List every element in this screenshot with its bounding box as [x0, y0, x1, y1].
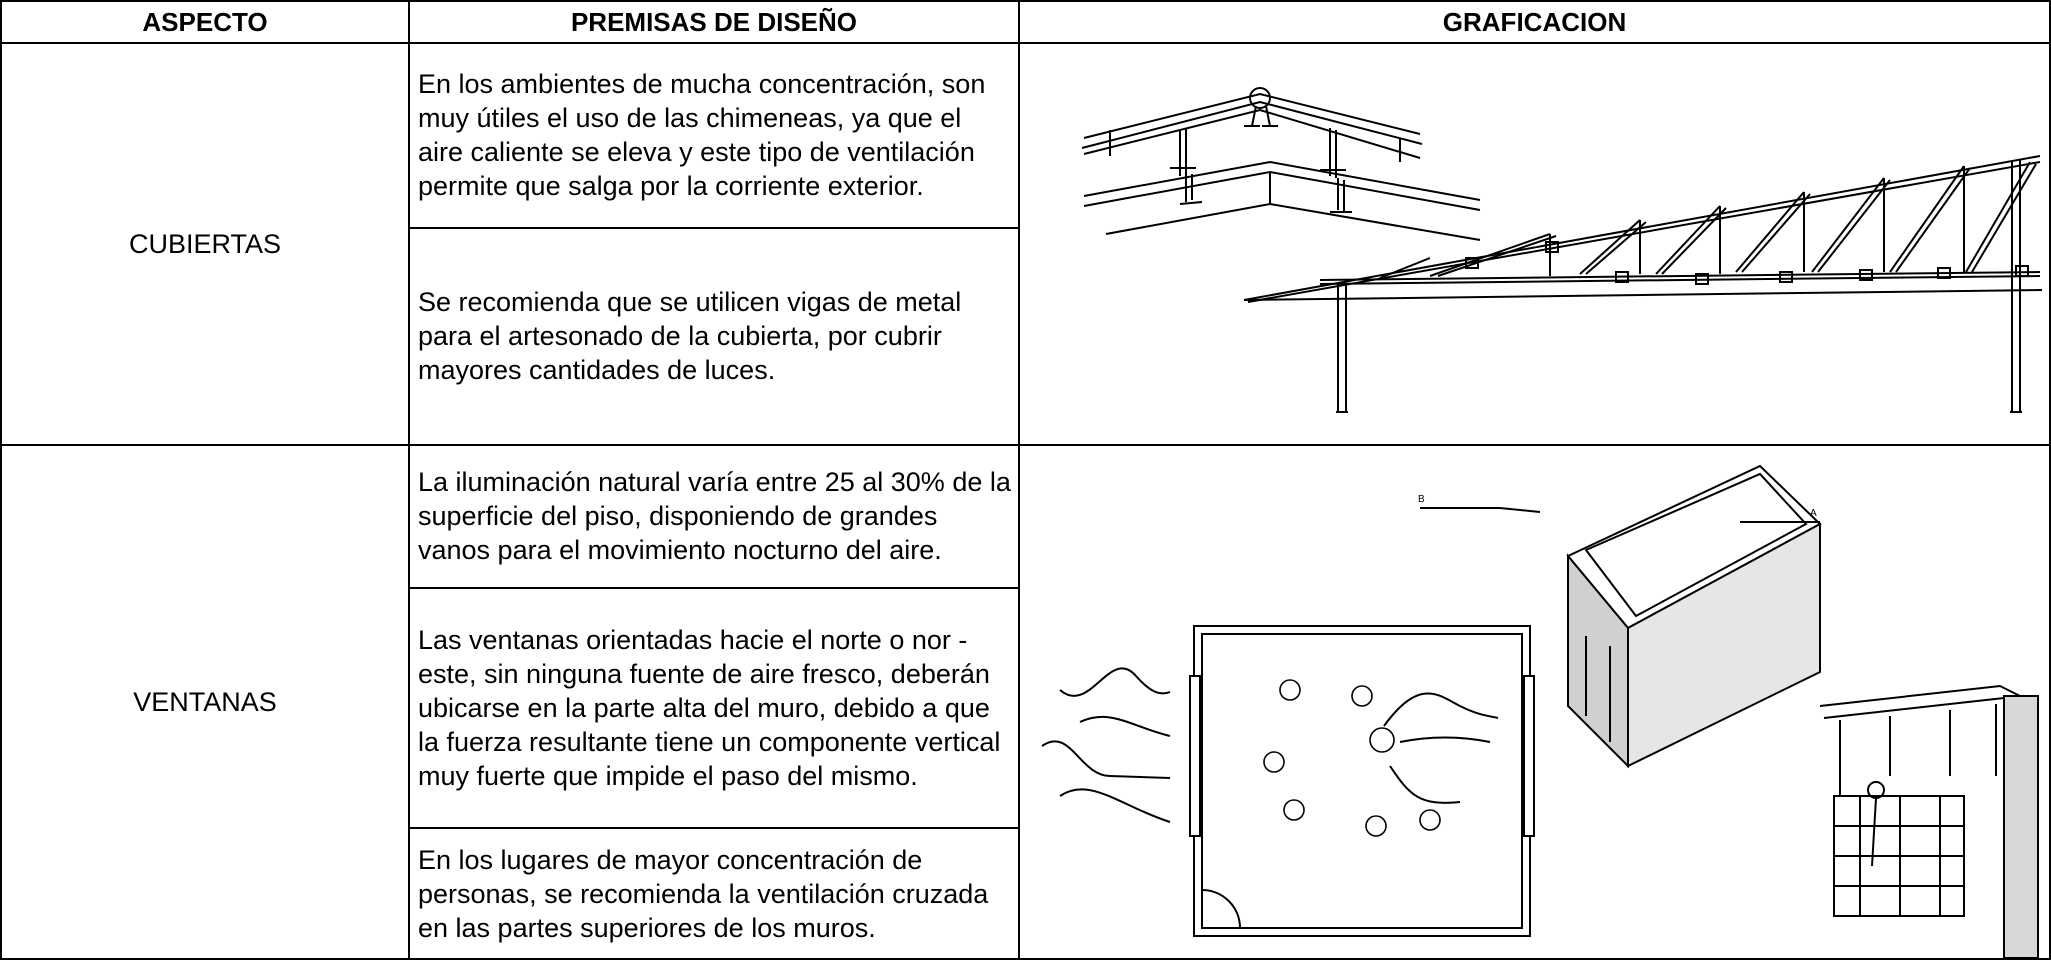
premise-cubiertas-2: Se recomienda que se utilicen vigas de m… [408, 226, 1020, 447]
cross-ventilation-plan-icon [1041, 625, 1535, 937]
premise-cubiertas-1: En los ambientes de mucha concentración,… [408, 42, 1020, 229]
header-premises: PREMISAS DE DISEÑO [408, 0, 1020, 44]
aspect-ventanas: VENTANAS [0, 444, 410, 960]
aspect-cubiertas: CUBIERTAS [0, 42, 410, 446]
graphic-cubiertas [1018, 42, 2051, 446]
premise-ventanas-1: La iluminación natural varía entre 25 al… [408, 444, 1020, 589]
metal-truss-icon [1243, 155, 2043, 413]
header-aspect: ASPECTO [0, 0, 410, 44]
label-b: B [1418, 494, 1425, 505]
premise-ventanas-2: Las ventanas orientadas hacie el norte o… [408, 586, 1020, 830]
premise-ventanas-3: En los lugares de mayor concentración de… [408, 827, 1020, 960]
graphic-ventanas: B A [1018, 444, 2051, 960]
window-counter-icon [1819, 684, 2039, 958]
isometric-room-icon: B A [1418, 464, 1822, 769]
roof-ridge-chimney-icon [1081, 87, 1481, 241]
header-graphic: GRAFICACION [1018, 0, 2051, 44]
label-a: A [1810, 508, 1817, 519]
